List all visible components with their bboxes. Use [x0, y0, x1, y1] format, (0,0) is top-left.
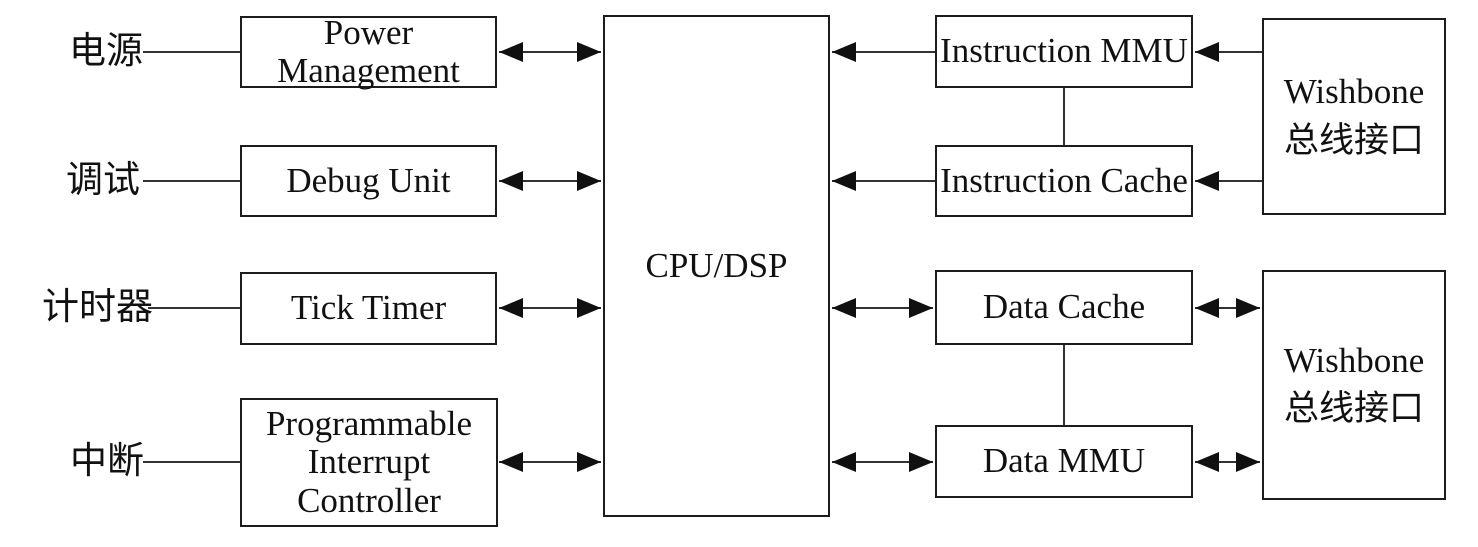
- arrowhead: [832, 42, 856, 62]
- edge-icache-cpu: [832, 171, 935, 191]
- box-instruction-cache: Instruction Cache: [935, 145, 1193, 217]
- box-tick-timer: Tick Timer: [240, 272, 497, 345]
- arrowhead: [909, 452, 933, 472]
- box-instruction-mmu: Instruction MMU: [935, 15, 1193, 88]
- edge-debug-cpu: [499, 171, 601, 191]
- box-power-management-label: Power Management: [277, 12, 460, 90]
- box-instruction-cache-label: Instruction Cache: [940, 160, 1188, 200]
- arrowhead: [832, 171, 856, 191]
- box-power-management: Power Management: [240, 12, 497, 90]
- box-wishbone-bus-interface-bottom-label: Wishbone 总线接口: [1283, 340, 1425, 428]
- edge-immu-cpu: [832, 42, 935, 62]
- arrowhead: [1195, 452, 1219, 472]
- edge-pm-cpu: [499, 42, 601, 62]
- box-debug-unit: Debug Unit: [240, 145, 497, 217]
- arrowhead: [1195, 42, 1219, 62]
- box-data-cache-label: Data Cache: [982, 287, 1146, 327]
- edge-cpu-dmmu: [832, 452, 933, 472]
- side-label-timer: 计时器: [42, 287, 153, 328]
- box-wishbone-bus-interface-top-label: Wishbone 总线接口: [1283, 72, 1425, 160]
- arrowhead: [577, 452, 601, 472]
- box-programmable-interrupt-controller: Programmable Interrupt Controller: [240, 398, 498, 527]
- edge-pic-cpu: [499, 452, 601, 472]
- box-programmable-interrupt-controller-label: Programmable Interrupt Controller: [265, 403, 473, 520]
- edge-wb-immu: [1195, 42, 1262, 62]
- arrowhead: [832, 298, 856, 318]
- box-wishbone-bus-interface-bottom: Wishbone 总线接口: [1262, 270, 1446, 500]
- arrowhead: [1195, 171, 1219, 191]
- arrowhead: [577, 171, 601, 191]
- arrowhead: [1236, 452, 1260, 472]
- box-debug-unit-label: Debug Unit: [286, 160, 451, 200]
- box-wishbone-bus-interface-top: Wishbone 总线接口: [1262, 18, 1446, 215]
- box-data-cache: Data Cache: [935, 270, 1193, 345]
- edge-dmmu-wb: [1195, 452, 1260, 472]
- arrowhead: [499, 42, 523, 62]
- arrowhead: [1236, 298, 1260, 318]
- box-cpu-dsp: CPU/DSP: [603, 15, 830, 517]
- arrowhead: [577, 42, 601, 62]
- arrowhead: [577, 298, 601, 318]
- box-data-mmu: Data MMU: [935, 425, 1193, 498]
- edge-cpu-dcache: [832, 298, 933, 318]
- box-data-mmu-label: Data MMU: [982, 441, 1146, 481]
- side-label-interrupt: 中断: [70, 441, 144, 482]
- box-instruction-mmu-label: Instruction MMU: [940, 31, 1188, 71]
- edge-dcache-wb: [1195, 298, 1260, 318]
- arrowhead: [909, 298, 933, 318]
- arrowhead: [499, 298, 523, 318]
- arrowhead: [832, 452, 856, 472]
- edge-wb-icache: [1195, 171, 1262, 191]
- box-tick-timer-label: Tick Timer: [290, 288, 447, 328]
- side-label-debug: 调试: [66, 160, 140, 201]
- arrowhead: [499, 171, 523, 191]
- arrowhead: [499, 452, 523, 472]
- side-label-power: 电源: [69, 31, 143, 72]
- box-cpu-dsp-label: CPU/DSP: [645, 245, 788, 285]
- arrowhead: [1195, 298, 1219, 318]
- edge-tick-cpu: [499, 298, 601, 318]
